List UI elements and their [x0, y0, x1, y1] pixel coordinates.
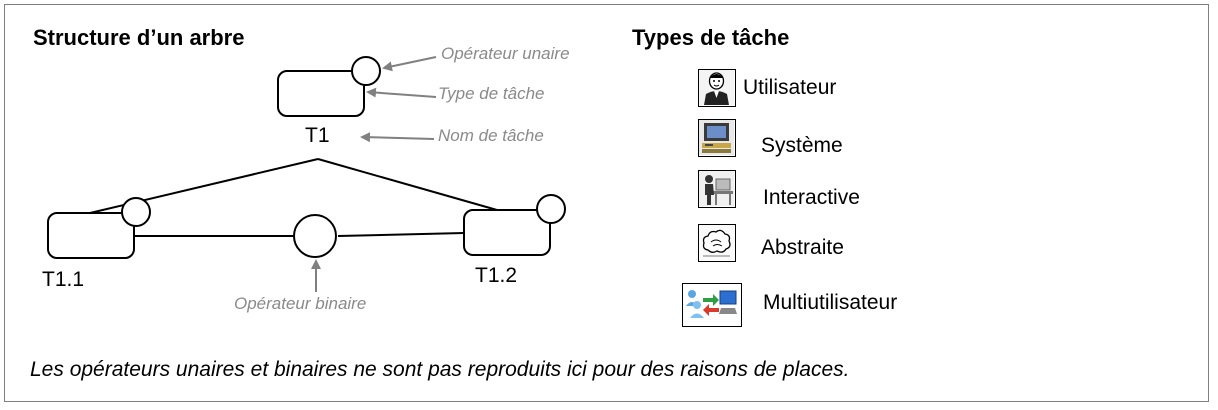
right-section-title: Types de tâche: [632, 25, 790, 50]
annotation-binary-operator: Opérateur binaire: [234, 294, 367, 313]
task-type-label-user: Utilisateur: [743, 76, 837, 99]
binary-operator-circle: [293, 214, 337, 258]
left-task-name: T1.1: [42, 268, 85, 291]
right-task-name: T1.2: [475, 264, 518, 287]
task-type-label-multiuser: Multiutilisateur: [763, 291, 898, 314]
annotation-task-type: Type de tâche: [438, 84, 545, 103]
figure-frame: [4, 4, 1209, 402]
task-type-label-interactive: Interactive: [763, 186, 860, 209]
root-unary-operator-circle: [351, 56, 381, 86]
arrow-task-name: [360, 132, 435, 143]
right-unary-operator-circle: [536, 194, 566, 224]
footnote: Les opérateurs unaires et binaires ne so…: [30, 358, 850, 381]
left-unary-operator-circle: [121, 197, 151, 227]
arrow-task-type: [366, 87, 437, 98]
right-task-box: [463, 209, 551, 256]
root-task-name: T1: [305, 124, 330, 147]
computer-system-icon: [698, 119, 736, 157]
binary-link-right: [337, 232, 465, 237]
edge-root-to-right: [317, 158, 498, 211]
left-section-title: Structure d’un arbre: [33, 25, 245, 50]
left-task-box: [47, 212, 135, 259]
cloud-icon: [698, 224, 736, 262]
task-type-label-system: Système: [761, 134, 843, 157]
arrow-unary-operator: [382, 56, 437, 72]
multi-user-icon: [682, 283, 742, 327]
user-icon: [698, 69, 736, 107]
person-at-desk-icon: [698, 170, 736, 208]
annotation-task-name: Nom de tâche: [438, 126, 544, 145]
root-task-box: [277, 70, 365, 117]
annotation-unary-operator: Opérateur unaire: [441, 44, 570, 63]
task-type-label-abstract: Abstraite: [761, 236, 844, 259]
